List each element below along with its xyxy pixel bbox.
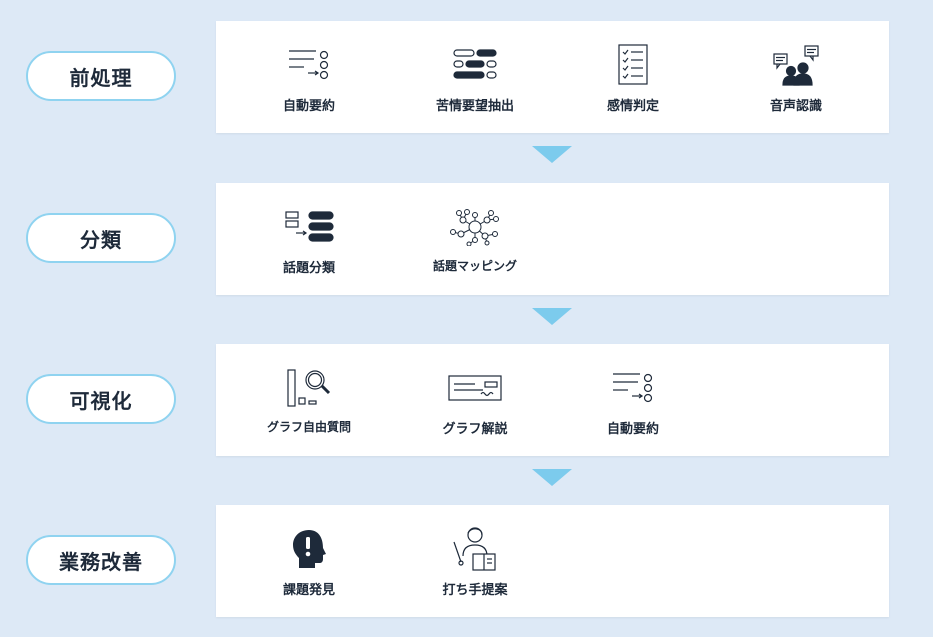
graph-search-icon: [244, 366, 374, 410]
flow-arrow: [532, 308, 572, 325]
item-graph-free-question: グラフ自由質問: [244, 344, 374, 456]
head-exclamation-icon: [244, 527, 374, 571]
summary-icon: [244, 43, 374, 87]
stage-label-pill: 可視化: [26, 374, 176, 424]
stage-card: 自動要約 苦情要望抽出 感情判定: [216, 21, 889, 133]
item-graph-explanation: グラフ解説: [410, 344, 540, 456]
stage-label-pill: 前処理: [26, 51, 176, 101]
item-label: 課題発見: [282, 583, 335, 598]
item-sentiment: 感情判定: [568, 21, 698, 133]
item-label: 打ち手提案: [442, 583, 508, 598]
item-speech-recognition: 音声認識: [731, 21, 861, 133]
people-speech-icon: [731, 43, 861, 87]
stage-classification: 分類 話題分類: [0, 183, 933, 295]
item-complaint-extraction: 苦情要望抽出: [410, 21, 540, 133]
item-topic-mapping: 話題マッピング: [410, 183, 540, 295]
stage-label-pill: 業務改善: [26, 535, 176, 585]
stage-preprocessing: 前処理 自動要約 苦情要望抽出: [0, 21, 933, 133]
stage-card: 課題発見 打ち手提案: [216, 505, 889, 617]
item-auto-summary: 自動要約: [244, 21, 374, 133]
extract-icon: [410, 43, 540, 87]
item-topic-classification: 話題分類: [244, 183, 374, 295]
graph-explain-icon: [410, 366, 540, 410]
item-label: 話題マッピング: [432, 259, 517, 273]
checklist-icon: [568, 43, 698, 87]
item-label: 自動要約: [282, 99, 335, 114]
flow-arrow: [532, 146, 572, 163]
item-issue-discovery: 課題発見: [244, 505, 374, 617]
network-icon: [410, 205, 540, 249]
summary-icon: [568, 366, 698, 410]
item-label: 音声認識: [769, 99, 822, 114]
stage-card: グラフ自由質問 グラフ解説 自動: [216, 344, 889, 456]
item-label: 話題分類: [282, 261, 335, 276]
stage-card: 話題分類 話題マッピング: [216, 183, 889, 295]
item-label: グラフ自由質問: [266, 420, 351, 434]
item-label: 感情判定: [606, 99, 659, 114]
item-label: 自動要約: [606, 422, 659, 437]
item-auto-summary-2: 自動要約: [568, 344, 698, 456]
item-label: 苦情要望抽出: [435, 99, 514, 114]
stage-business-improvement: 業務改善 課題発見: [0, 505, 933, 617]
item-label: グラフ解説: [442, 422, 508, 437]
flow-arrow: [532, 469, 572, 486]
item-action-proposal: 打ち手提案: [410, 505, 540, 617]
presenter-icon: [410, 527, 540, 571]
stage-label-pill: 分類: [26, 213, 176, 263]
stage-visualization: 可視化 グラフ自由質問: [0, 344, 933, 456]
classify-icon: [244, 205, 374, 249]
